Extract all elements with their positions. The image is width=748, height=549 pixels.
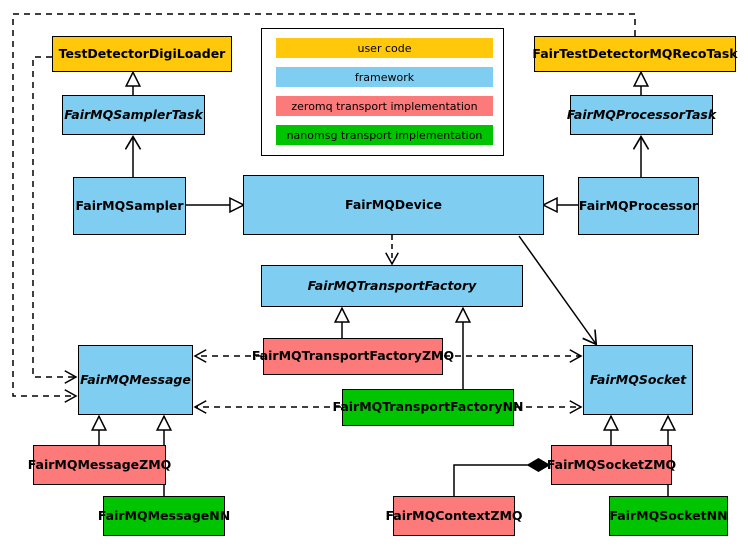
class-box-fairmqtransportfactoryzmq[interactable]: FairMQTransportFactoryZMQ [252,338,454,375]
legend-item-user-code: user code [276,38,493,58]
legend-item-nanomsg: nanomsg transport implementation [276,125,493,145]
class-box-fairmqsampler[interactable]: FairMQSampler [73,177,186,235]
class-box-fairmqsamplertask[interactable]: FairMQSamplerTask [62,95,205,135]
class-box-fairmqtransportfactorynn[interactable]: FairMQTransportFactoryNN [333,389,524,426]
class-box-fairmqsocket[interactable]: FairMQSocket [583,345,693,415]
class-box-fairmqmessagenn[interactable]: FairMQMessageNN [98,496,230,536]
legend-item-zeromq: zeromq transport implementation [276,96,493,116]
class-box-fairmqprocessortask[interactable]: FairMQProcessorTask [567,95,716,135]
legend-box: user code framework zeromq transport imp… [261,28,504,156]
class-box-fairmqsocketzmq[interactable]: FairMQSocketZMQ [547,445,676,485]
class-box-testdetectordigiloader[interactable]: TestDetectorDigiLoader [52,36,232,72]
edge-contextzmq-socketzmq [453,465,549,496]
class-box-fairmqmessagezmq[interactable]: FairMQMessageZMQ [28,445,171,485]
class-box-fairmqdevice[interactable]: FairMQDevice [243,175,544,235]
class-box-fairmqprocessor[interactable]: FairMQProcessor [578,177,699,235]
class-box-fairmqsocketnn[interactable]: FairMQSocketNN [609,496,728,536]
legend-item-framework: framework [276,67,493,87]
class-box-fairmqcontextzmq[interactable]: FairMQContextZMQ [385,496,523,536]
class-box-fairmqmessage[interactable]: FairMQMessage [78,345,193,415]
class-box-fairtestdetectormqrecotask[interactable]: FairTestDetectorMQRecoTask [532,36,738,72]
class-box-fairmqtransportfactory[interactable]: FairMQTransportFactory [261,265,523,307]
edge-device-socket [518,235,596,344]
